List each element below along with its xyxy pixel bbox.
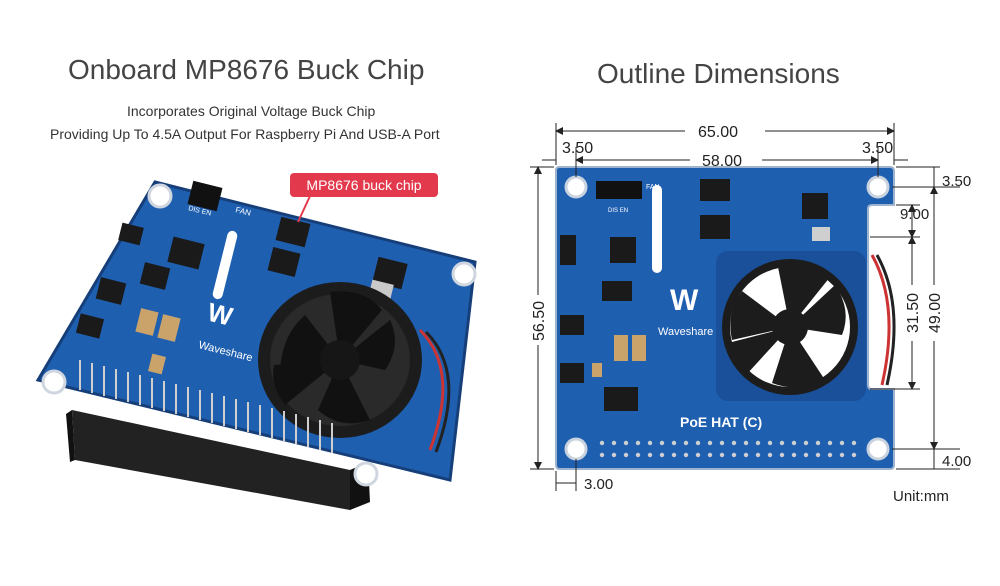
left-panel-title: Onboard MP8676 Buck Chip bbox=[68, 54, 425, 85]
outline-dimensions-drawing: DIS EN FAN W Waveshare PoE HAT (C) bbox=[530, 123, 971, 493]
dim-notch-height: 31.50 bbox=[905, 293, 922, 333]
right-panel-title: Outline Dimensions bbox=[597, 58, 840, 89]
dim-bottom-offset: 4.00 bbox=[942, 453, 971, 470]
right-board-product-name: PoE HAT (C) bbox=[680, 414, 762, 430]
right-board-dis-en: DIS EN bbox=[608, 208, 628, 214]
dim-hole-offset-right: 3.50 bbox=[862, 140, 893, 157]
gpio-pins bbox=[596, 437, 866, 461]
dimension-lines bbox=[530, 123, 960, 491]
left-board-fan-label: FAN bbox=[235, 205, 252, 218]
dim-hole-offset-left: 3.50 bbox=[562, 140, 593, 157]
svg-text:W: W bbox=[670, 284, 699, 317]
dim-hole-spacing-vertical: 49.00 bbox=[927, 293, 944, 333]
fan-icon bbox=[716, 251, 866, 401]
unit-label: Unit:mm bbox=[893, 488, 949, 505]
gpio-header-block bbox=[72, 410, 350, 510]
mp8676-chip bbox=[275, 216, 311, 248]
right-board-fan-label: FAN bbox=[646, 184, 660, 191]
dim-height-total: 56.50 bbox=[531, 301, 548, 341]
dim-notch-depth: 9.00 bbox=[900, 206, 929, 223]
mp8676-callout-label: MP8676 buck chip bbox=[290, 173, 438, 197]
dim-hole-spacing: 58.00 bbox=[702, 153, 742, 170]
left-board-dis-en: DIS EN bbox=[188, 205, 212, 217]
switch-icon bbox=[187, 180, 223, 212]
fan-icon bbox=[258, 282, 422, 438]
right-board-brand: Waveshare bbox=[658, 326, 713, 338]
mp8676-chip bbox=[700, 179, 730, 201]
gpio-pins bbox=[79, 360, 333, 453]
poe-hat-perspective-photo: W Waveshare DIS EN FAN bbox=[35, 180, 477, 510]
left-panel-subtitle-2: Providing Up To 4.5A Output For Raspberr… bbox=[50, 126, 440, 142]
dim-hole-offset-bottom-left: 3.00 bbox=[584, 476, 613, 493]
dim-width-total: 65.00 bbox=[698, 124, 738, 141]
left-panel-subtitle-1: Incorporates Original Voltage Buck Chip bbox=[127, 103, 376, 119]
dim-top-offset: 3.50 bbox=[942, 173, 971, 190]
switch-icon bbox=[596, 181, 642, 199]
